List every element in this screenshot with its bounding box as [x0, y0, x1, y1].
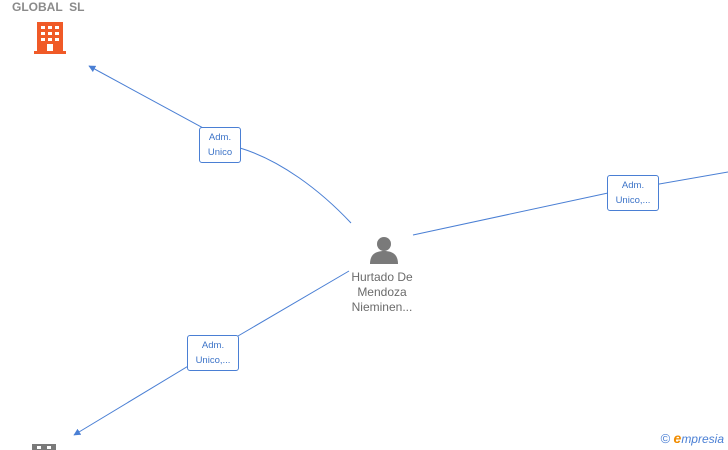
person-name[interactable]: Hurtado De Mendoza Nieminen... — [334, 270, 430, 315]
edge-label-detail: Unico,... — [615, 195, 651, 206]
edge-label-top[interactable]: Adm. Unico — [199, 127, 241, 163]
edge-label-right[interactable]: Adm. Unico,... — [607, 175, 659, 211]
edge-label-detail: Unico — [207, 147, 233, 158]
brand-logo-text: mpresia — [681, 432, 724, 446]
watermark: © empresia — [661, 430, 724, 446]
edge-label-role: Adm. — [201, 340, 225, 351]
person-name-line: Mendoza — [357, 285, 407, 299]
edge-label-role: Adm. — [621, 180, 645, 191]
company-name[interactable]: GLOBAL SL — [12, 0, 85, 14]
edge-company-top — [88, 65, 352, 224]
edge-label-detail: Unico,... — [195, 355, 231, 366]
brand-logo-initial: e — [673, 430, 682, 446]
person-name-line: Hurtado De — [351, 270, 413, 284]
edge-company-right — [412, 171, 728, 236]
building-icon[interactable] — [34, 20, 66, 56]
building-icon[interactable] — [32, 444, 56, 450]
person-name-line: Nieminen... — [351, 300, 413, 314]
person-icon[interactable] — [369, 235, 399, 265]
copyright-symbol: © — [660, 431, 671, 446]
edge-label-role: Adm. — [208, 132, 232, 143]
edge-label-bottom[interactable]: Adm. Unico,... — [187, 335, 239, 371]
